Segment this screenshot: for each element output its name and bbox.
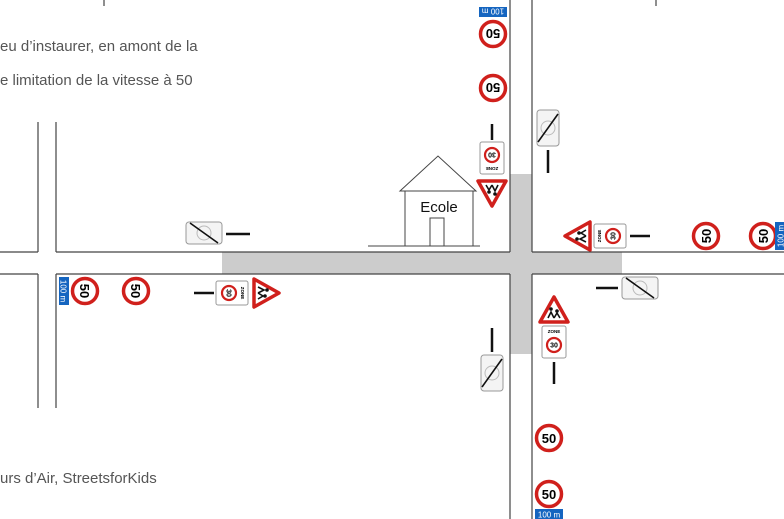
speed-limit-sign: 50 <box>691 221 721 251</box>
end-zone-sign <box>480 328 504 392</box>
svg-text:50: 50 <box>542 487 556 502</box>
speed-limit-sign: 50 <box>748 221 778 251</box>
svg-text:50: 50 <box>699 229 714 243</box>
svg-text:50: 50 <box>77 284 92 298</box>
crosswalk-horizontal <box>222 252 622 274</box>
svg-text:100 m: 100 m <box>538 511 561 519</box>
speed-limit-sign: 50 <box>478 19 508 49</box>
speed-limit-sign: 50 <box>70 276 100 306</box>
svg-text:50: 50 <box>486 80 500 95</box>
distance-plate: 100 m <box>479 7 507 17</box>
end-zone-signs <box>185 109 659 392</box>
speed-limit-sign: 50 <box>478 73 508 103</box>
zone-30-signs: ZONE 30 ZONE 30 ZONE 30 <box>194 124 650 384</box>
distance-plate: 100 m <box>775 222 784 250</box>
svg-text:50: 50 <box>486 26 500 41</box>
crosswalk-vertical <box>510 174 532 354</box>
end-zone-sign <box>596 276 659 300</box>
speed-limit-signs: 50 50 50 50 50 50 50 50 <box>70 19 778 509</box>
school-warning-sign <box>563 220 592 252</box>
svg-text:30: 30 <box>611 232 618 240</box>
distance-plate: 100 m <box>535 509 563 519</box>
svg-text:30: 30 <box>488 151 496 158</box>
svg-text:50: 50 <box>128 284 143 298</box>
svg-text:100 m: 100 m <box>777 225 784 248</box>
svg-text:30: 30 <box>550 343 558 350</box>
svg-text:ZONE: ZONE <box>486 166 499 171</box>
svg-text:100 m: 100 m <box>59 280 68 303</box>
zone-30-entry-east: ZONE 30 <box>563 220 650 252</box>
caption-line-1: eu d’instaurer, en amont de la <box>0 38 198 55</box>
distance-plate: 100 m <box>59 277 69 305</box>
zone-30-entry-north: ZONE 30 <box>476 124 508 208</box>
svg-text:50: 50 <box>756 229 771 243</box>
speed-limit-sign: 50 <box>534 423 564 453</box>
speed-limit-sign: 50 <box>121 276 151 306</box>
svg-text:ZONE: ZONE <box>597 230 602 243</box>
svg-text:ZONE: ZONE <box>240 287 245 300</box>
zone-30-entry-south: ZONE 30 <box>538 295 570 384</box>
svg-text:30: 30 <box>225 289 232 297</box>
school-warning-sign <box>476 179 508 208</box>
end-zone-sign <box>536 109 560 173</box>
zone-30-entry-west: ZONE 30 <box>194 277 281 309</box>
school-building: Ecole <box>368 155 480 247</box>
svg-text:ZONE: ZONE <box>548 329 561 334</box>
school-label: Ecole <box>420 199 458 216</box>
caption-line-2: e limitation de la vitesse à 50 <box>0 72 193 89</box>
school-warning-sign <box>538 295 570 324</box>
caption-credit: urs d’Air, StreetsforKids <box>0 470 157 487</box>
end-zone-sign <box>185 221 250 245</box>
svg-text:100 m: 100 m <box>482 7 505 16</box>
school-warning-sign <box>252 277 281 309</box>
svg-text:50: 50 <box>542 431 556 446</box>
distance-plates: 100 m 100 m 100 m 100 m <box>59 7 784 519</box>
speed-limit-sign: 50 <box>534 479 564 509</box>
